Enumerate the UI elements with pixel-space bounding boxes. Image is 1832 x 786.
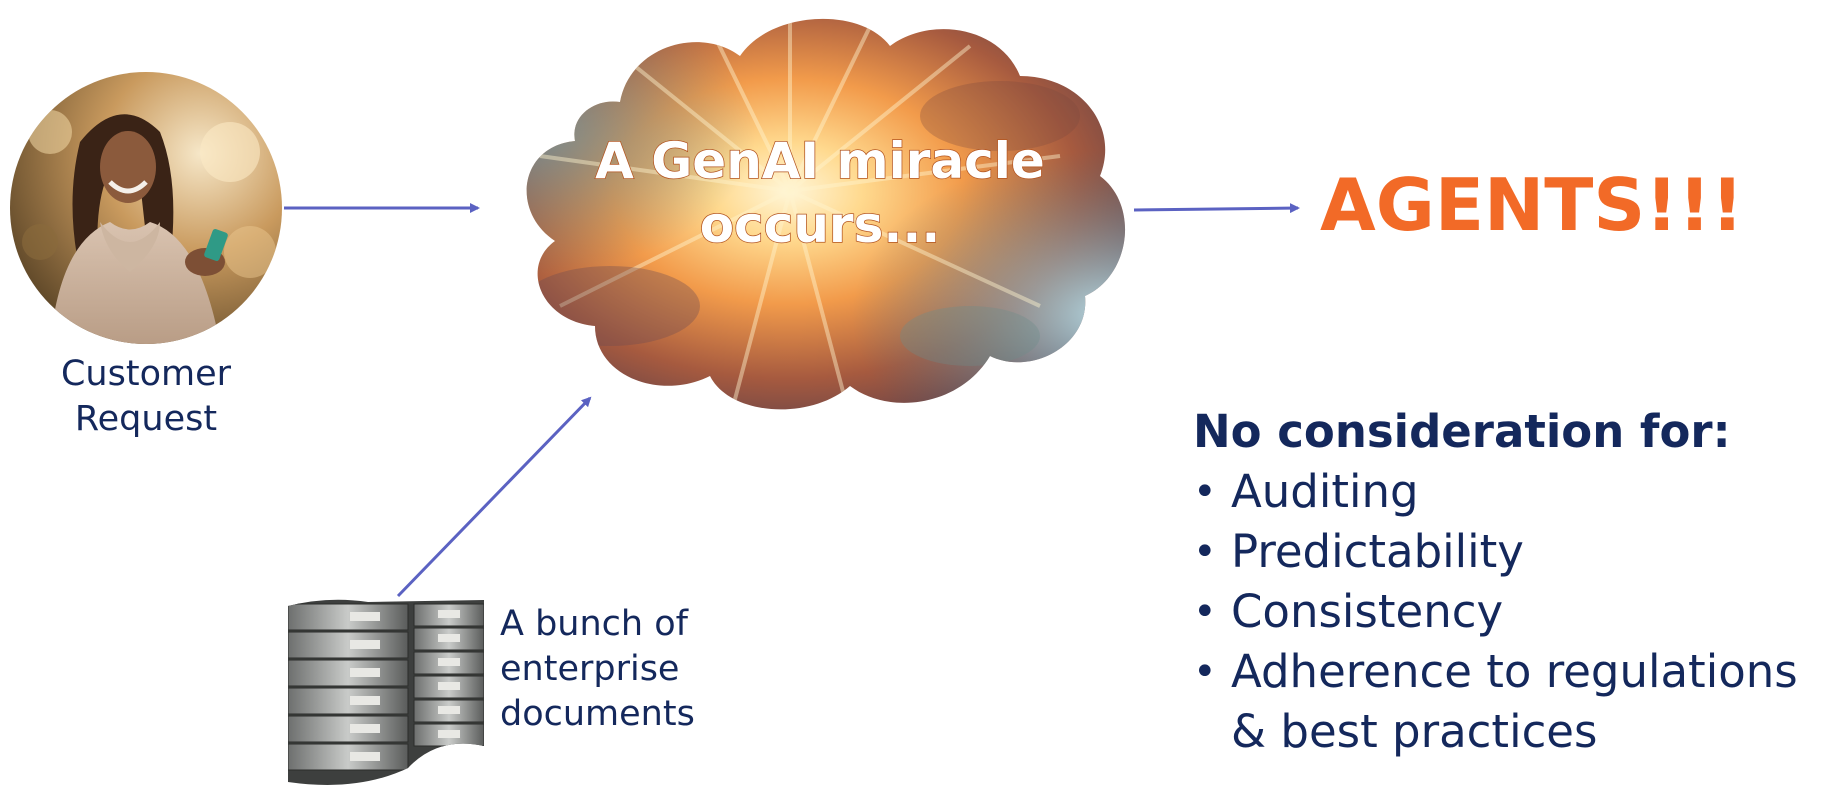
- list-item: • Adherence to regulations & best practic…: [1193, 642, 1829, 762]
- list-item: • Auditing: [1193, 462, 1829, 522]
- miracle-text: occurs...: [700, 196, 941, 254]
- bullet: •: [1193, 469, 1217, 515]
- arrow-cloud-to-agents: [1133, 203, 1300, 214]
- list-item-text: Consistency: [1231, 585, 1504, 638]
- bullet: •: [1193, 649, 1217, 695]
- customer-photo-icon: [10, 72, 282, 344]
- considerations-block: No consideration for: • Auditing • Predict…: [1193, 402, 1829, 762]
- considerations-heading: No consideration for:: [1193, 405, 1731, 458]
- arrow-documents-to-cloud: [396, 396, 592, 598]
- list-item-text: Adherence to regulations & best practice…: [1231, 645, 1798, 758]
- miracle-text: A GenAI miracle: [595, 132, 1045, 190]
- list-item-text: Predictability: [1231, 525, 1524, 578]
- enterprise-documents-label: A bunch of enterprise documents: [500, 604, 695, 734]
- considerations-list: • Auditing • Predictability • Consistency •…: [1193, 462, 1829, 762]
- bullet: •: [1193, 589, 1217, 635]
- customer-request-label: Customer Request: [60, 354, 231, 439]
- list-item: • Consistency: [1193, 582, 1829, 642]
- agents-title: AGENTS!!!: [1320, 163, 1744, 247]
- bullet: •: [1193, 529, 1217, 575]
- binders-stack-icon: [288, 599, 484, 785]
- list-item: • Predictability: [1193, 522, 1829, 582]
- miracle-cloud-icon: A GenAI miracle occurs...: [526, 18, 1126, 410]
- list-item-text: Auditing: [1231, 465, 1419, 518]
